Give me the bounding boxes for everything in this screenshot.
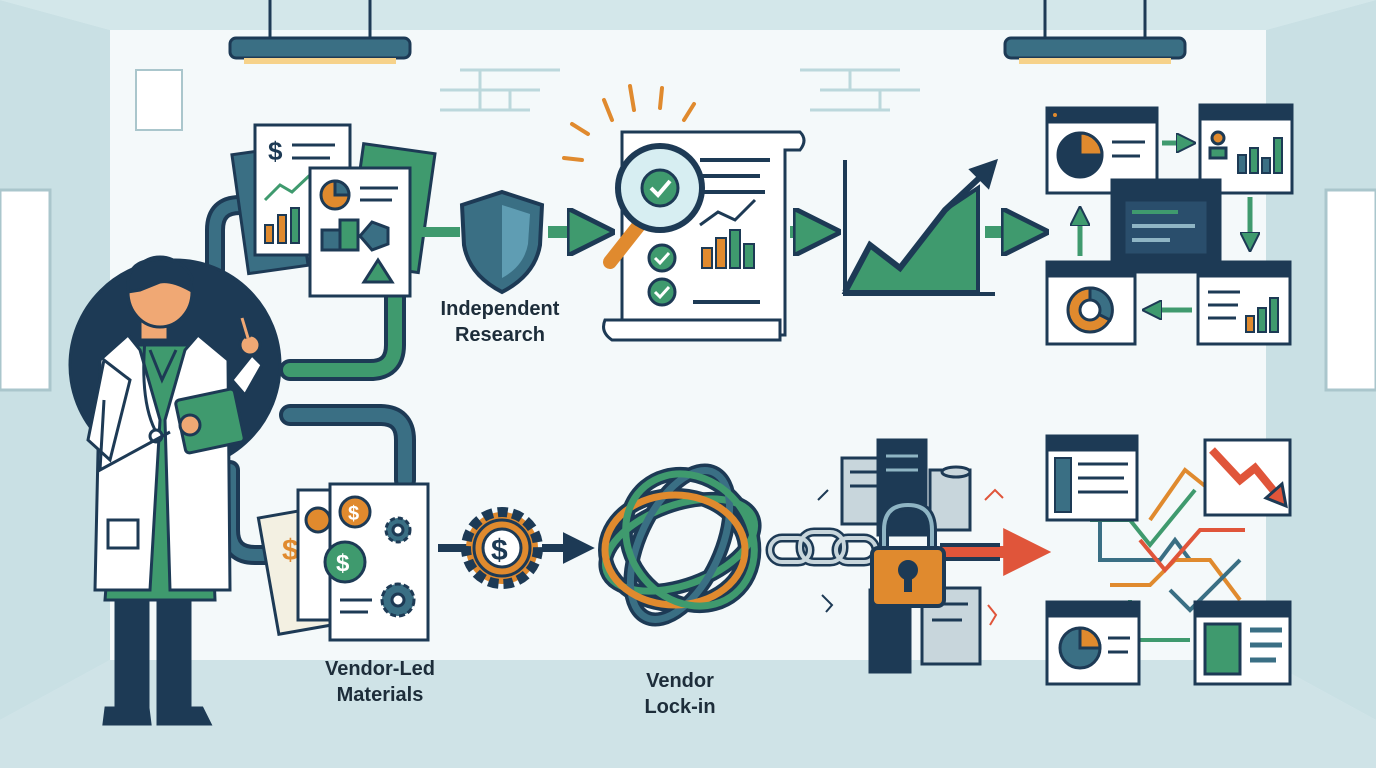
label-vendor-lock-in-line1: Vendor bbox=[646, 670, 714, 692]
padlock-icon bbox=[870, 499, 946, 608]
svg-text:$: $ bbox=[491, 534, 508, 567]
label-independent-research: Independent Research bbox=[420, 296, 580, 348]
dashboard-window-center bbox=[1110, 178, 1222, 274]
tangled-knot-icon bbox=[598, 463, 762, 627]
label-vendor-led-materials: Vendor-Led Materials bbox=[300, 656, 460, 708]
svg-text:$: $ bbox=[336, 550, 350, 577]
dashboard-window-1 bbox=[1045, 106, 1159, 195]
dollar-gear-icon: $ bbox=[461, 507, 543, 589]
label-independent-research-line2: Research bbox=[454, 324, 546, 346]
lower-dashboard-cluster bbox=[1045, 434, 1292, 686]
label-vendor-lock-in: Vendor Lock-in bbox=[610, 668, 750, 720]
doctor-figure bbox=[68, 255, 282, 726]
dashboard-window-4 bbox=[1196, 260, 1292, 346]
label-vendor-led-materials-line1: Vendor-Led bbox=[324, 658, 435, 680]
upper-dashboard-cluster bbox=[1045, 103, 1294, 346]
lower-document-stack: $ $ $ bbox=[256, 482, 430, 642]
label-vendor-led-materials-line2: Materials bbox=[336, 684, 424, 706]
shield-icon bbox=[418, 189, 545, 295]
svg-text:$: $ bbox=[282, 534, 299, 567]
growth-chart-icon bbox=[841, 158, 999, 296]
ceiling-lamp-left bbox=[228, 0, 412, 64]
broken-window-2 bbox=[1045, 600, 1141, 686]
upper-path-tube bbox=[205, 195, 406, 381]
label-independent-research-line1: Independent bbox=[440, 298, 560, 320]
svg-text:$: $ bbox=[268, 136, 283, 166]
dashboard-window-2 bbox=[1198, 103, 1294, 195]
label-vendor-lock-in-line2: Lock-in bbox=[644, 696, 716, 718]
dashboard-window-3 bbox=[1045, 260, 1137, 346]
ceiling-lamp-right bbox=[1003, 0, 1187, 64]
magnifier-check-icon bbox=[562, 84, 806, 342]
broken-window-3 bbox=[1193, 600, 1292, 686]
svg-text:$: $ bbox=[348, 503, 359, 525]
decline-arrow-icon bbox=[1203, 438, 1292, 517]
broken-window-1 bbox=[1045, 434, 1139, 522]
upper-document-stack: $ bbox=[230, 123, 437, 298]
